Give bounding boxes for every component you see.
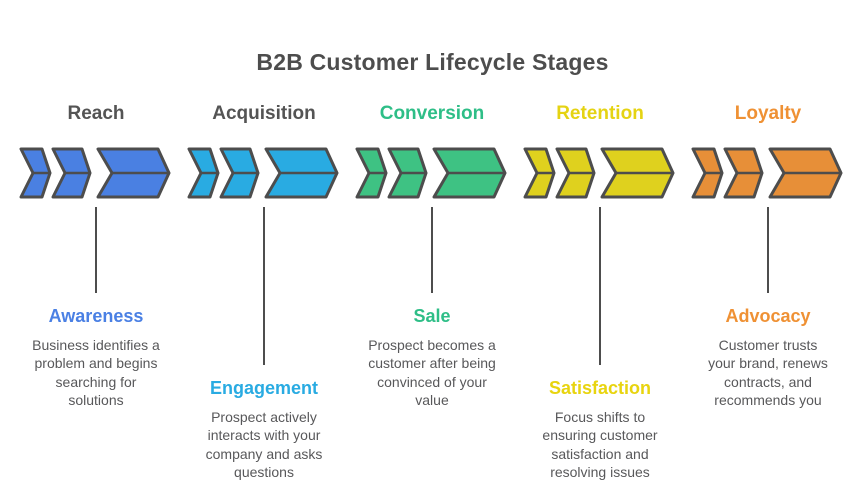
connector-line — [263, 207, 265, 365]
chevron-arrows-icon — [523, 147, 675, 199]
stage-info: Awareness Business identifies a problem … — [12, 306, 180, 410]
stage-description: Prospect actively interacts with your co… — [205, 409, 323, 481]
chevron-arrows-icon — [355, 147, 507, 199]
stage-name: Retention — [556, 103, 644, 124]
stage-column-retention: Retention Satisfaction Focus shifts to e… — [516, 0, 684, 493]
stage-column-reach: Reach Awareness Business identifies a pr… — [12, 0, 180, 493]
stage-name: Conversion — [379, 103, 485, 124]
stage-info: Engagement Prospect actively interacts w… — [180, 378, 348, 482]
stage-sublabel: Awareness — [48, 306, 144, 326]
chevron-arrows-icon — [691, 147, 843, 199]
stage-description: Business identifies a problem and begins… — [32, 337, 160, 409]
stage-info: Sale Prospect becomes a customer after b… — [348, 306, 516, 410]
stage-column-conversion: Conversion Sale Prospect becomes a custo… — [348, 0, 516, 493]
stage-sublabel: Satisfaction — [548, 378, 652, 398]
stage-column-loyalty: Loyalty Advocacy Customer trusts your br… — [684, 0, 852, 493]
stage-name: Acquisition — [212, 103, 316, 124]
connector-line — [431, 207, 433, 293]
stage-name: Reach — [67, 103, 125, 124]
stage-sublabel: Engagement — [209, 378, 319, 398]
connector-line — [767, 207, 769, 293]
stage-description: Customer trusts your brand, renews contr… — [708, 337, 828, 409]
stage-info: Advocacy Customer trusts your brand, ren… — [684, 306, 852, 410]
stage-column-acquisition: Acquisition Engagement Prospect actively… — [180, 0, 348, 493]
stage-description: Prospect becomes a customer after being … — [368, 337, 496, 409]
diagram-title: B2B Customer Lifecycle Stages — [256, 49, 609, 75]
stage-sublabel: Sale — [413, 306, 451, 326]
chevron-arrows-icon — [187, 147, 339, 199]
stage-name: Loyalty — [734, 103, 802, 124]
stage-sublabel: Advocacy — [725, 306, 811, 326]
stage-info: Satisfaction Focus shifts to ensuring cu… — [516, 378, 684, 482]
connector-line — [599, 207, 601, 365]
stage-description: Focus shifts to ensuring customer satisf… — [542, 409, 658, 481]
connector-line — [95, 207, 97, 293]
stage-columns: Reach Awareness Business identifies a pr… — [12, 0, 852, 493]
chevron-arrows-icon — [19, 147, 171, 199]
